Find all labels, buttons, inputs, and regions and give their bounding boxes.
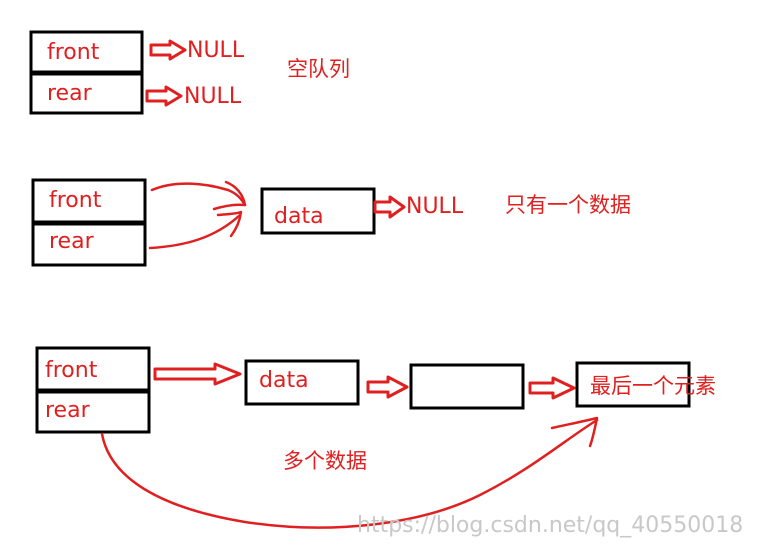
multi-rear-label: rear (45, 398, 90, 423)
empty-rear-cell (29, 72, 144, 115)
watermark-text: https://blog.csdn.net/qq_40550018 (357, 513, 744, 538)
multi-front-cell (35, 346, 151, 392)
multi-node-arrow-2 (528, 376, 576, 400)
multi-rear-curve-arrow (100, 416, 599, 529)
empty-rear-null: NULL (184, 84, 242, 109)
multi-front-arrow (153, 362, 242, 386)
multi-front-label: front (45, 358, 98, 383)
single-queue-caption: 只有一个数据 (505, 193, 631, 217)
single-node-null: NULL (406, 194, 464, 219)
empty-queue-pointer-box (29, 30, 144, 115)
single-front-curve-arrow (150, 180, 247, 211)
single-front-label: front (49, 188, 102, 213)
single-rear-cell (31, 222, 147, 267)
multi-last-node-label: 最后一个元素 (590, 374, 716, 398)
empty-front-cell (29, 30, 144, 74)
multi-rear-cell (35, 390, 151, 434)
multi-first-node (244, 359, 360, 406)
single-queue-pointer-box (31, 178, 147, 267)
multi-first-node-label: data (259, 368, 309, 393)
empty-queue-caption: 空队列 (287, 57, 350, 81)
single-node-null-arrow (373, 195, 406, 219)
empty-rear-arrow (145, 85, 183, 107)
multi-queue-pointer-box (35, 346, 151, 434)
single-node-label: data (274, 204, 324, 229)
empty-front-arrow (149, 39, 187, 61)
single-rear-curve-arrow (148, 210, 243, 250)
multi-queue-caption: 多个数据 (283, 449, 367, 473)
empty-front-null: NULL (187, 38, 245, 63)
single-rear-label: rear (49, 229, 94, 254)
empty-rear-label: rear (47, 81, 92, 106)
multi-middle-node (409, 363, 525, 410)
multi-last-node (575, 361, 691, 408)
empty-front-label: front (47, 40, 100, 65)
multi-node-arrow-1 (366, 375, 409, 399)
single-front-cell (31, 178, 147, 224)
